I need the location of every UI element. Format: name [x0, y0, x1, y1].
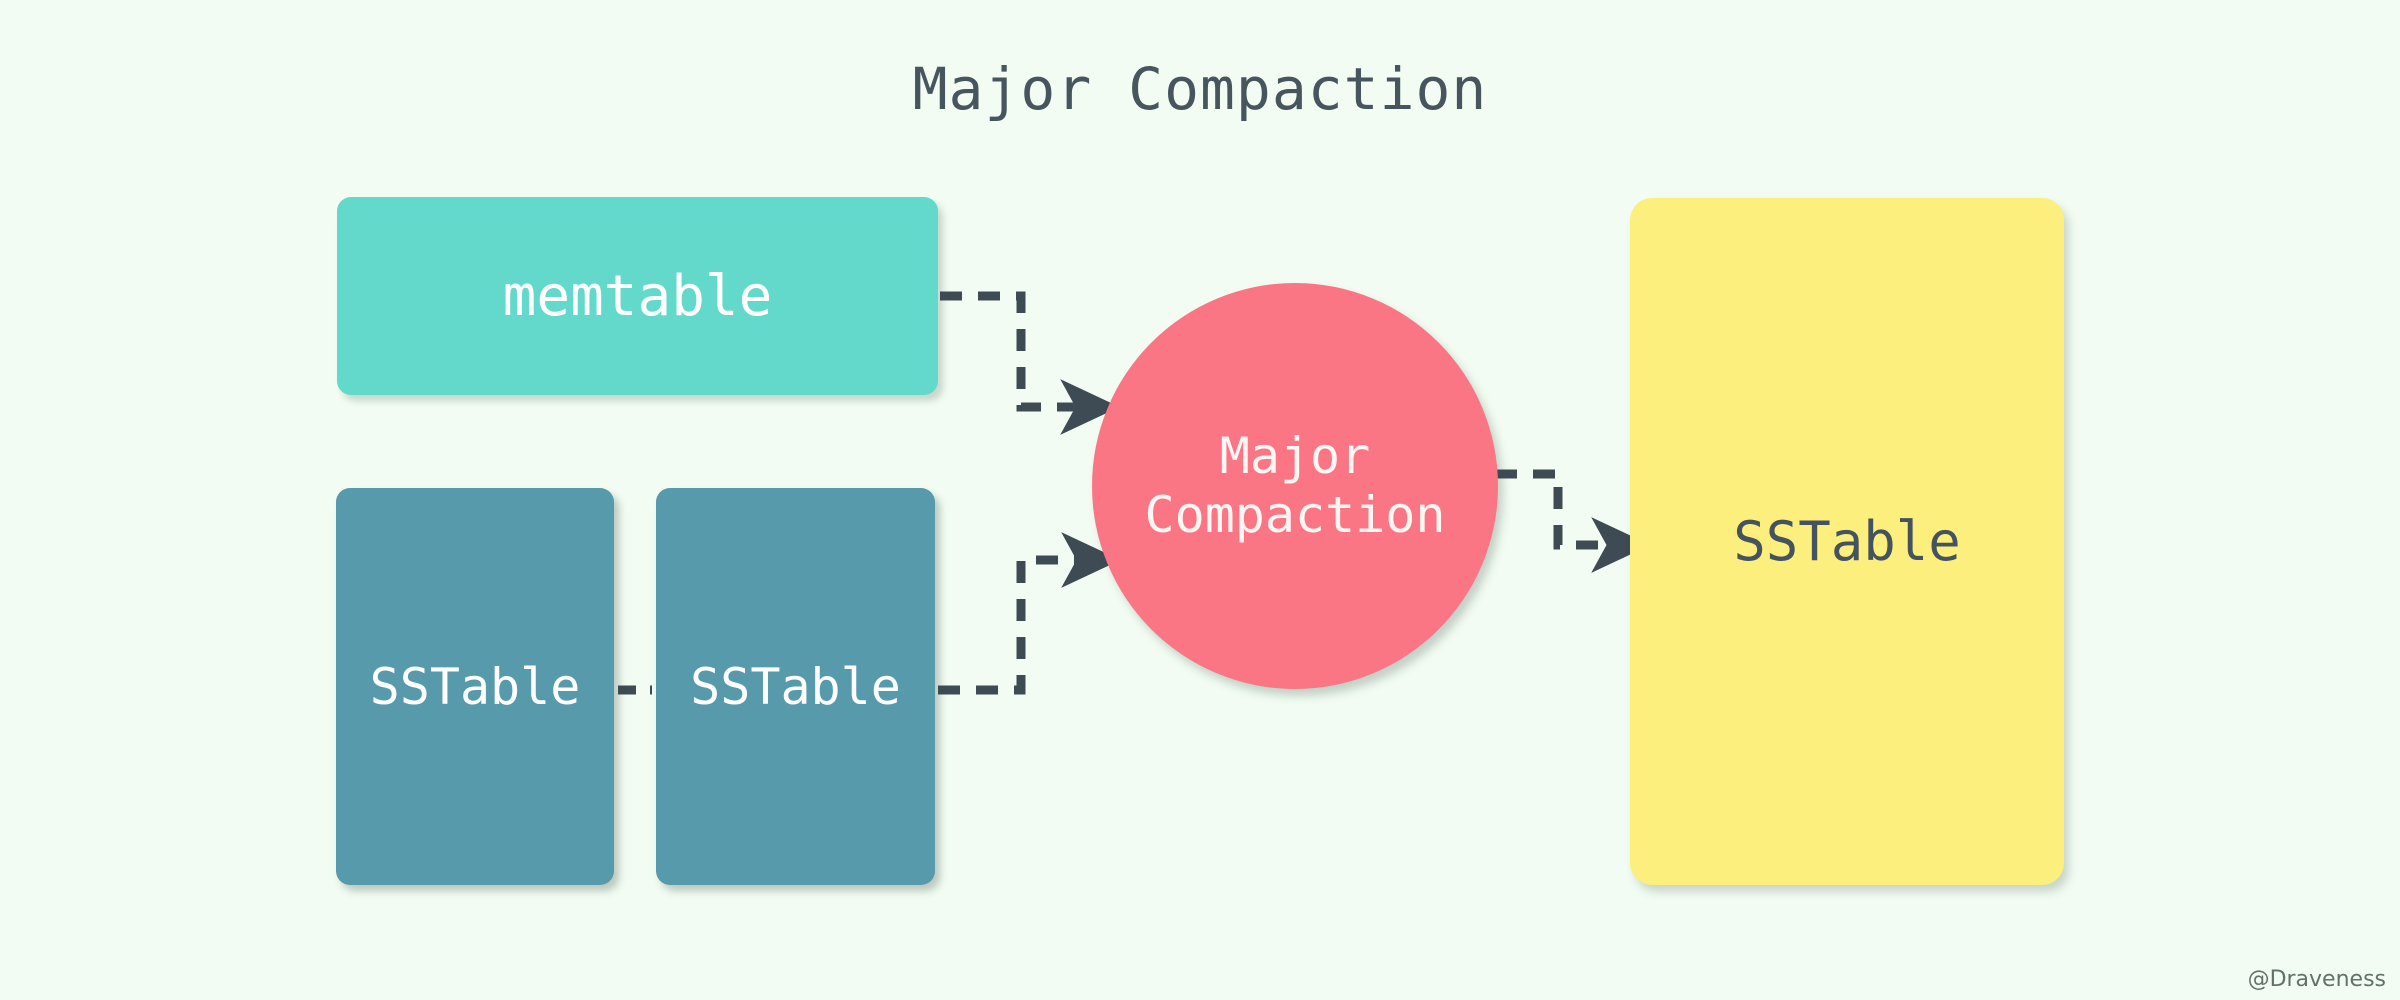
node-major-compaction-label-line2: Compaction: [1144, 486, 1446, 544]
edge-sstable2-to-major-compaction: [938, 532, 1121, 695]
edge-memtable-to-major-compaction: [940, 291, 1120, 435]
node-sstable-input-2-label: SSTable: [690, 657, 901, 716]
edge-major-compaction-to-sstable-out: [1495, 469, 1651, 573]
node-sstable-input-1-label: SSTable: [369, 657, 581, 716]
node-sstable-output[interactable]: SSTable: [1630, 198, 2064, 885]
node-sstable-output-label: SSTable: [1733, 510, 1961, 573]
watermark: @Draveness: [2247, 967, 2386, 992]
page-title: Major Compaction: [912, 55, 1488, 123]
node-sstable-input-1[interactable]: SSTable: [336, 488, 614, 885]
node-major-compaction[interactable]: Major Compaction: [1092, 283, 1498, 689]
node-major-compaction-label-line1: Major: [1219, 427, 1371, 485]
node-memtable[interactable]: memtable: [337, 197, 938, 395]
node-memtable-label: memtable: [502, 263, 773, 329]
node-sstable-input-2[interactable]: SSTable: [656, 488, 935, 885]
